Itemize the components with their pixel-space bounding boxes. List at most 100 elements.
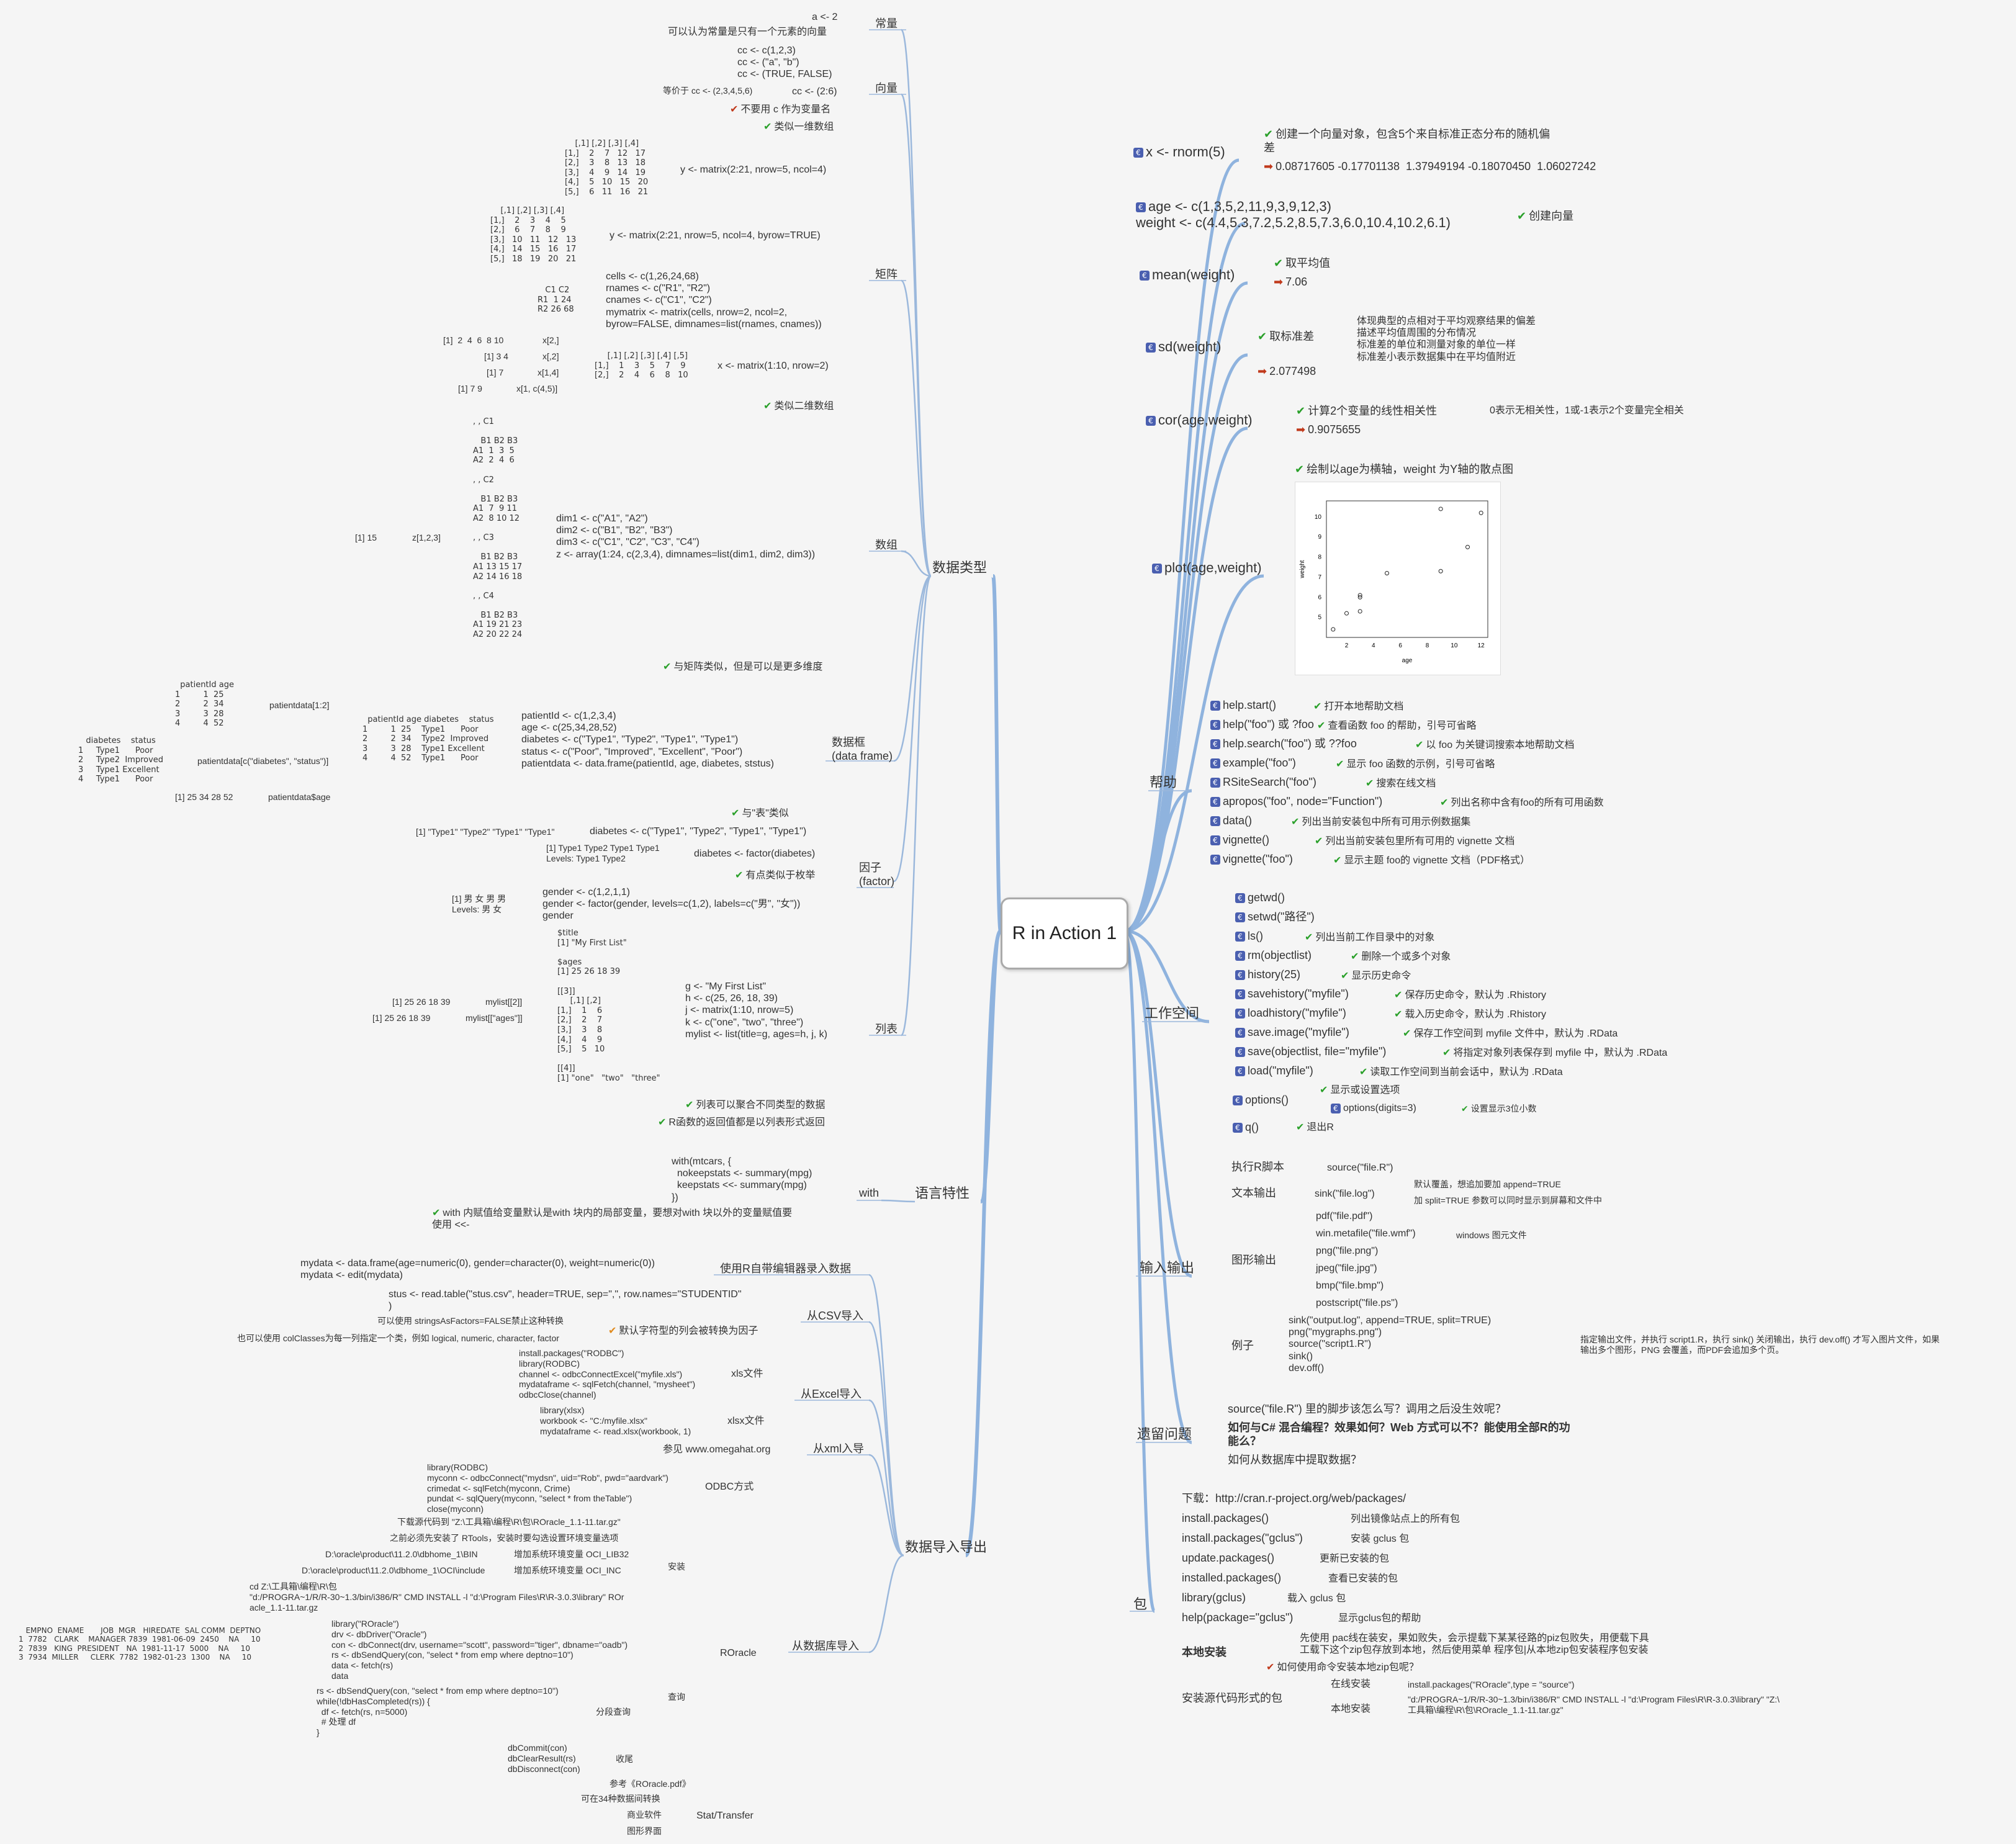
node-constant[interactable]: 常量 [875,17,898,30]
node-plot[interactable]: €plot(age,weight) [1152,560,1262,576]
workspace-item-fn[interactable]: €setwd("路径") [1235,911,1315,924]
node-cleanup[interactable]: 收尾 [616,1754,633,1764]
node-excel[interactable]: 从Excel导入 [801,1388,862,1400]
package-item[interactable]: installed.packages() [1182,1572,1282,1584]
rnorm-out-text: 0.08717605 -0.17701138 1.37949194 -0.180… [1276,160,1596,173]
workspace-item-fn[interactable]: €getwd() [1235,891,1285,905]
node-local2[interactable]: 本地安装 [1331,1704,1371,1714]
check-icon: ✔ [1440,796,1449,808]
scatter-point [1357,609,1362,614]
workspace-item-fn[interactable]: €save(objectlist, file="myfile") [1235,1045,1386,1059]
package-item[interactable]: library(gclus) [1182,1591,1246,1604]
node-graph-out[interactable]: 图形输出 [1231,1254,1276,1266]
package-item[interactable]: 下载：http://cran.r-project.org/web/package… [1182,1492,1406,1504]
node-query[interactable]: 查询 [668,1692,685,1702]
csv-code: stus <- read.table("stus.csv", header=TR… [389,1289,742,1312]
node-sd[interactable]: €sd(weight) [1146,339,1221,355]
node-editor[interactable]: 使用R自带编辑器录入数据 [720,1262,851,1275]
node-odbc[interactable]: ODBC方式 [705,1482,754,1492]
workspace-item-fn[interactable]: €history(25) [1235,968,1300,982]
check-icon: ✔ [1320,1084,1328,1095]
help-item-fn[interactable]: €vignette() [1210,834,1269,847]
help-item-fn[interactable]: €help("foo") 或 ?foo [1210,718,1314,732]
node-array[interactable]: 数组 [875,539,898,551]
node-rnorm[interactable]: €x <- rnorm(5) [1133,144,1225,160]
branch-io-right[interactable]: 输入输出 [1140,1260,1195,1275]
root-node[interactable]: R in Action 1 [1001,897,1128,969]
install-cmd: cd Z:\工具箱\编程\R\包 "d:/PROGRA~1/R/R-30~1.3… [250,1581,624,1612]
connector [893,575,932,762]
node-src-install[interactable]: 安装源代码形式的包 [1182,1692,1282,1704]
node-options-sub[interactable]: €options(digits=3) [1331,1102,1416,1114]
help-item-fn[interactable]: €example("foo") [1210,757,1296,770]
node-list[interactable]: 列表 [875,1023,898,1035]
branch-issues[interactable]: 遗留问题 [1137,1426,1192,1442]
branch-lang[interactable]: 语言特性 [915,1185,970,1201]
node-install[interactable]: 安装 [668,1562,685,1572]
mean-out: ➡7.06 [1274,276,1307,289]
node-data-frame[interactable]: 数据框 (data frame) [832,736,893,762]
workspace-item-desc: ✔列出当前工作目录中的对象 [1305,931,1434,943]
help-item-fn[interactable]: €RSiteSearch("foo") [1210,776,1316,789]
factor-code2: diabetes <- factor(diabetes) [694,848,816,859]
branch-help[interactable]: 帮助 [1150,775,1177,790]
node-xlsx[interactable]: xlsx文件 [727,1416,765,1426]
help-item-desc: ✔显示主题 foo的 vignette 文档（PDF格式） [1333,854,1530,866]
node-with[interactable]: with [859,1187,880,1199]
node-script[interactable]: 执行R脚本 [1231,1161,1284,1173]
package-item-desc: 列出镜像站点上的所有包 [1351,1514,1460,1524]
node-text-out[interactable]: 文本输出 [1231,1187,1276,1199]
branch-packages[interactable]: 包 [1133,1596,1148,1612]
node-age-weight[interactable]: €age <- c(1,3,5,2,11,9,3,9,12,3) weight … [1136,199,1451,232]
workspace-item-fn[interactable]: €load("myfile") [1235,1064,1313,1078]
workspace-item-fn[interactable]: €loadhistory("myfile") [1235,1007,1346,1020]
help-item-fn[interactable]: €vignette("foo") [1210,853,1293,866]
workspace-item-fn[interactable]: €ls() [1235,930,1263,943]
df-out4: patientId age diabetes status 1 1 25 Typ… [362,715,494,763]
array-idx: z[1,2,3] [412,533,441,542]
node-vector[interactable]: 向量 [875,82,898,94]
node-db[interactable]: 从数据库导入 [792,1640,859,1652]
matrix-code4: x <- matrix(1:10, nrow=2) [718,361,829,371]
workspace-item-fn[interactable]: €save.image("myfile") [1235,1026,1349,1040]
node-xml[interactable]: 从xml入导 [813,1442,864,1455]
help-item-desc: ✔搜索在线文档 [1366,777,1436,789]
function-icon: € [1133,148,1143,158]
help-item-fn[interactable]: €help.start() [1210,699,1276,713]
node-quit[interactable]: €q() [1233,1121,1259,1135]
branch-workspace[interactable]: 工作空间 [1145,1005,1200,1021]
mean-out-text: 7.06 [1285,276,1308,288]
node-example[interactable]: 例子 [1231,1339,1254,1352]
node-cor[interactable]: €cor(age,weight) [1146,412,1253,428]
node-stat[interactable]: Stat/Transfer [696,1810,754,1821]
node-roracle[interactable]: ROracle [720,1648,757,1658]
function-icon: € [1140,271,1150,281]
node-factor[interactable]: 因子 (factor) [859,861,895,888]
branch-io[interactable]: 数据导入导出 [905,1539,988,1555]
package-item[interactable]: install.packages() [1182,1512,1269,1524]
workspace-item-fn[interactable]: €savehistory("myfile") [1235,987,1349,1001]
help-item-fn[interactable]: €help.search("foo") 或 ??foo [1210,737,1357,751]
graph-output-item: jpeg("file.jpg") [1316,1263,1377,1274]
node-csv[interactable]: 从CSV导入 [807,1310,864,1322]
node-paged[interactable]: 分段查询 [596,1707,631,1717]
node-xls[interactable]: xls文件 [731,1369,763,1379]
matrix-index-expr: x[,2] [542,351,559,361]
branch-data-types[interactable]: 数据类型 [932,560,988,575]
node-mean[interactable]: €mean(weight) [1140,267,1235,283]
package-item[interactable]: help(package="gclus") [1182,1611,1294,1624]
node-local-install[interactable]: 本地安装 [1182,1646,1226,1658]
help-item-fn[interactable]: €apropos("foo", node="Function") [1210,795,1382,809]
scatter-point [1344,611,1349,616]
list-index-output: [1] 25 26 18 39 [392,997,451,1007]
package-item[interactable]: update.packages() [1182,1552,1275,1564]
node-online[interactable]: 在线安装 [1331,1679,1371,1689]
workspace-item-fn[interactable]: €rm(objectlist) [1235,949,1312,963]
node-options[interactable]: €options() [1233,1094,1289,1107]
help-item-fn[interactable]: €data() [1210,814,1252,828]
package-item[interactable]: install.packages("gclus") [1182,1532,1303,1544]
node-matrix[interactable]: 矩阵 [875,268,898,281]
plot-note: ✔绘制以age为横轴，weight 为Y轴的散点图 [1295,463,1513,477]
x-tick-label: 12 [1478,642,1485,649]
workspace-item-desc: ✔显示历史命令 [1341,969,1411,982]
